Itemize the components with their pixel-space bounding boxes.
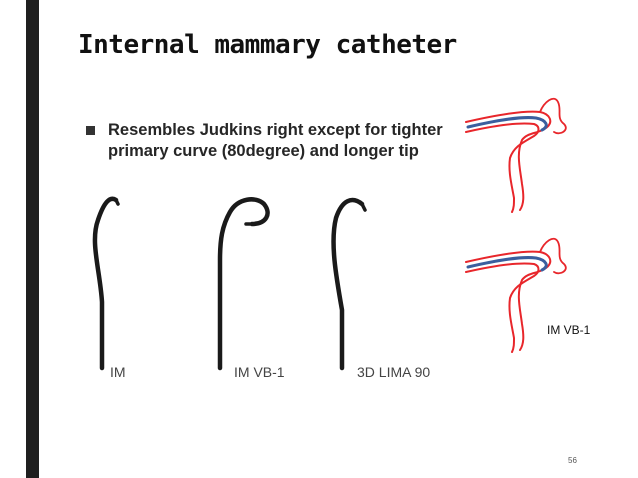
- vessel-diagram-lower: [465, 237, 567, 353]
- lima-catheter-tip: [360, 202, 367, 212]
- vessel-anatomy-diagram: [465, 97, 567, 353]
- bullet-text: Resembles Judkins right except for tight…: [108, 121, 443, 160]
- catheter-label-im-vb1: IM VB-1: [234, 364, 285, 380]
- lima-catheter-shape: [331, 197, 365, 371]
- im-vb1-catheter-shape: [217, 197, 270, 371]
- anatomy-label: IM VB-1: [547, 323, 591, 337]
- square-bullet-icon: [86, 126, 95, 135]
- im-catheter-tip: [114, 198, 120, 206]
- catheter-label-im: IM: [110, 364, 126, 380]
- left-accent-bar: [26, 0, 39, 478]
- slide-title: Internal mammary catheter: [78, 30, 457, 60]
- catheter-label-lima: 3D LIMA 90: [357, 364, 431, 380]
- catheter-shapes: [92, 196, 367, 371]
- im-catheter-shape: [92, 196, 119, 371]
- vessel-diagram-upper: [465, 97, 567, 213]
- bullet-list: Resembles Judkins right except for tight…: [86, 120, 456, 182]
- page-number: 56: [568, 456, 577, 465]
